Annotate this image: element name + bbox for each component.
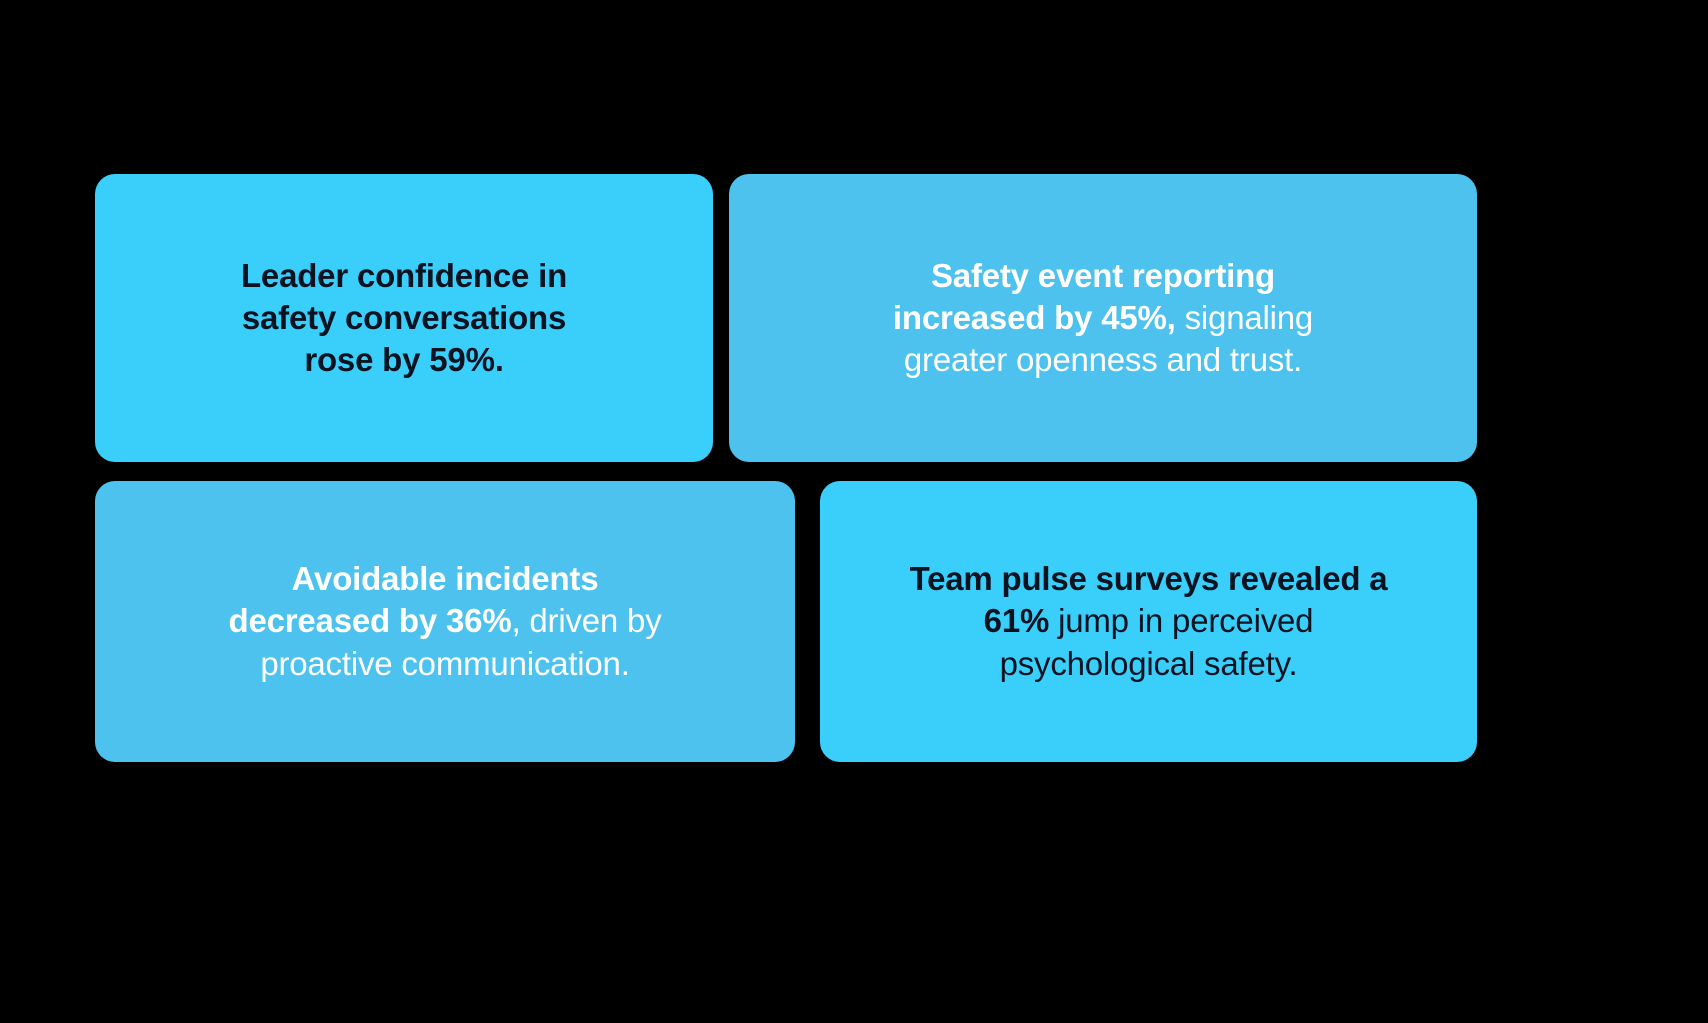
stat-card-team-pulse-surveys[interactable]: Team pulse surveys revealed a 61% jump i… [820,481,1477,762]
stat-card-rest: jump in perceived psychological safety. [999,602,1314,682]
stat-card-rest: signaling greater openness and trust. [903,298,1314,379]
stat-card-leader-confidence[interactable]: Leader confidence in safety conversation… [95,174,713,462]
stat-card-text: Leader confidence in safety conversation… [194,255,614,382]
stat-card-text: Team pulse surveys revealed a 61% jump i… [884,558,1414,685]
stat-card-text: Safety event reporting increased by 45%,… [858,255,1348,382]
stat-card-lead: Avoidable incidents decreased by 36% [228,560,599,640]
stat-card-safety-event-reporting[interactable]: Safety event reporting increased by 45%,… [729,174,1477,462]
stat-card-avoidable-incidents[interactable]: Avoidable incidents decreased by 36%, dr… [95,481,795,762]
stat-card-lead: Safety event reporting increased by 45%, [892,256,1276,336]
stat-card-lead: Team pulse surveys revealed a 61% [909,560,1388,640]
stat-card-text: Avoidable incidents decreased by 36%, dr… [200,558,690,685]
stat-card-rest: , driven by proactive communication. [260,602,662,682]
stat-card-lead: Leader confidence in safety conversation… [240,256,568,379]
